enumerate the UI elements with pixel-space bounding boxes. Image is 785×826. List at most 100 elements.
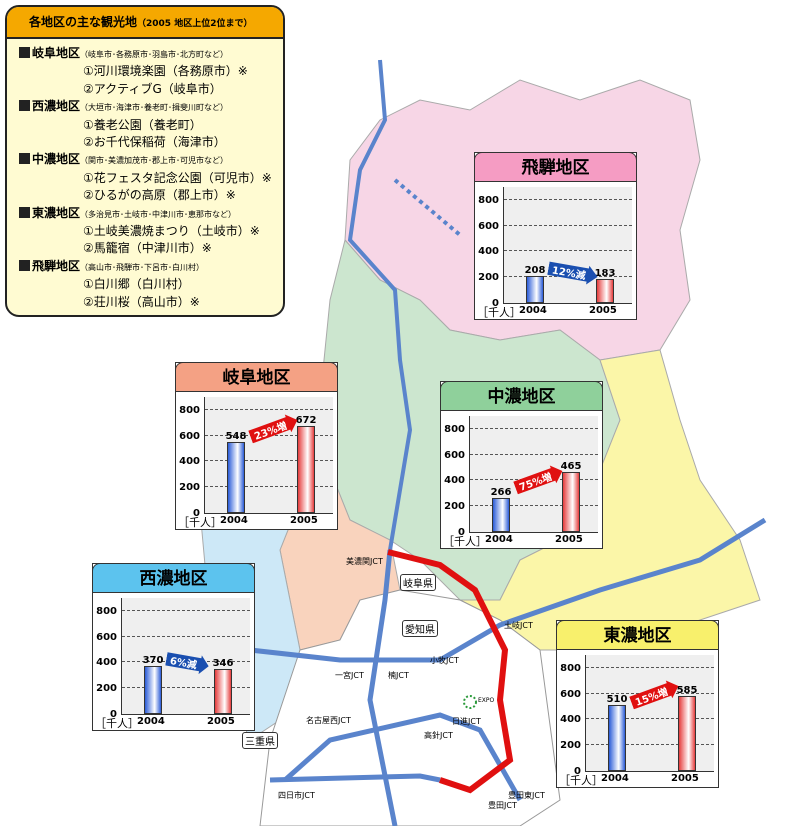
bar-2004 <box>526 276 544 303</box>
chart-title: 西濃地区 <box>92 563 255 593</box>
bar-2005 <box>596 279 614 303</box>
expressway <box>283 712 523 802</box>
legend-spot: ②アクティブG（岐阜市） <box>83 81 222 96</box>
y-tick-label: 800 <box>179 404 200 416</box>
gridline <box>122 687 250 689</box>
legend-spot: ②お千代保稲荷（海津市） <box>83 135 226 150</box>
jct-label: 小牧JCT <box>430 656 459 665</box>
y-tick-label: 0 <box>458 527 465 538</box>
x-tick-label: 2004 <box>137 716 165 727</box>
aichi-pref-label: 愛知県 <box>402 620 438 637</box>
bar-2005 <box>297 426 315 513</box>
data-label: 370 <box>142 655 164 667</box>
legend-spot: ①花フェスタ記念公園（可児市）※ <box>83 170 272 185</box>
jct-label: 豊田東JCT <box>508 791 545 800</box>
jct-label: 楠JCT <box>388 671 409 680</box>
gridline <box>122 609 250 611</box>
jct-label: 高針JCT <box>424 731 453 740</box>
y-tick-label: 0 <box>110 709 117 720</box>
gridline <box>470 427 598 429</box>
chart-title: 東濃地区 <box>556 620 719 650</box>
change-arrow: 6%減 <box>165 649 211 675</box>
gridline <box>586 744 714 746</box>
data-label: 548 <box>225 431 247 443</box>
legend-region: 西濃地区（大垣市･海津市･養老町･揖斐川町など） <box>19 98 283 116</box>
bar-2005 <box>562 472 580 532</box>
data-label: 183 <box>594 268 616 280</box>
y-tick-label: 400 <box>478 246 499 258</box>
aichi-area <box>259 589 561 826</box>
data-label: 346 <box>212 658 234 670</box>
gridline <box>122 635 250 637</box>
legend-spot: ①白川郷（白川村） <box>83 277 190 292</box>
unit-label: ［千人］ <box>559 774 603 787</box>
data-label: 208 <box>524 265 546 277</box>
legend-spot: ②馬籠宿（中津川市）※ <box>83 241 212 256</box>
y-tick-label: 800 <box>478 194 499 206</box>
y-tick-label: 600 <box>478 220 499 232</box>
jct-label: 日進JCT <box>452 717 481 726</box>
unit-label: ［千人］ <box>95 717 139 730</box>
x-tick-label: 2005 <box>290 515 318 526</box>
y-tick-label: 400 <box>179 456 200 468</box>
expressway <box>367 549 398 826</box>
bar-2004 <box>492 497 510 532</box>
y-tick-label: 600 <box>179 430 200 442</box>
gridline <box>470 453 598 455</box>
gridline <box>586 666 714 668</box>
y-tick-label: 400 <box>96 657 117 669</box>
x-tick-label: 2004 <box>601 773 629 784</box>
data-label: 465 <box>560 461 582 473</box>
jct-label: 豊田JCT <box>488 801 517 810</box>
legend-region: 中濃地区（関市･美濃加茂市･郡上市･可児市など） <box>19 151 283 169</box>
y-tick-label: 400 <box>444 475 465 487</box>
y-tick-label: 800 <box>444 423 465 435</box>
chart-title: 岐阜地区 <box>175 362 338 392</box>
x-tick-label: 2005 <box>671 773 699 784</box>
unit-label: ［千人］ <box>477 306 521 319</box>
chart-title: 飛騨地区 <box>474 152 637 182</box>
legend-panel: 各地区の主な観光地（2005 地区上位2位まで） 岐阜地区（岐阜市･各務原市･羽… <box>5 5 285 317</box>
y-tick-label: 600 <box>560 688 581 700</box>
y-tick-label: 600 <box>444 449 465 461</box>
y-tick-label: 200 <box>96 683 117 695</box>
hida-road-dotted <box>393 178 462 237</box>
x-tick-label: 2004 <box>220 515 248 526</box>
data-label: 510 <box>606 694 628 706</box>
y-tick-label: 600 <box>96 631 117 643</box>
gridline <box>504 250 632 252</box>
bar-2004 <box>227 442 245 513</box>
data-label: 672 <box>295 415 317 427</box>
legend-spot: ①土岐美濃焼まつり（土岐市）※ <box>83 224 260 239</box>
y-tick-label: 200 <box>444 501 465 513</box>
jct-label: 美濃関JCT <box>346 557 383 566</box>
expo-label: EXPO <box>478 697 495 704</box>
gridline <box>470 505 598 507</box>
gridline <box>504 198 632 200</box>
tokai-kanjo-expressway <box>387 549 514 794</box>
expo-site-icon <box>463 695 477 709</box>
bar-2005 <box>678 695 696 771</box>
jct-label: 四日市JCT <box>278 791 315 800</box>
change-arrow: 12%減 <box>547 259 599 286</box>
jct-label: 一宮JCT <box>335 671 364 680</box>
expressway <box>249 517 767 663</box>
x-tick-label: 2005 <box>589 305 617 316</box>
bar-2004 <box>144 666 162 714</box>
change-arrow: 15%増 <box>628 677 681 712</box>
x-tick-label: 2005 <box>555 534 583 545</box>
bar-2005 <box>214 669 232 714</box>
y-tick-label: 200 <box>560 740 581 752</box>
mie-pref-label: 三重県 <box>242 732 278 749</box>
gridline <box>205 460 333 462</box>
gifu-pref-label: 岐阜県 <box>400 574 436 591</box>
